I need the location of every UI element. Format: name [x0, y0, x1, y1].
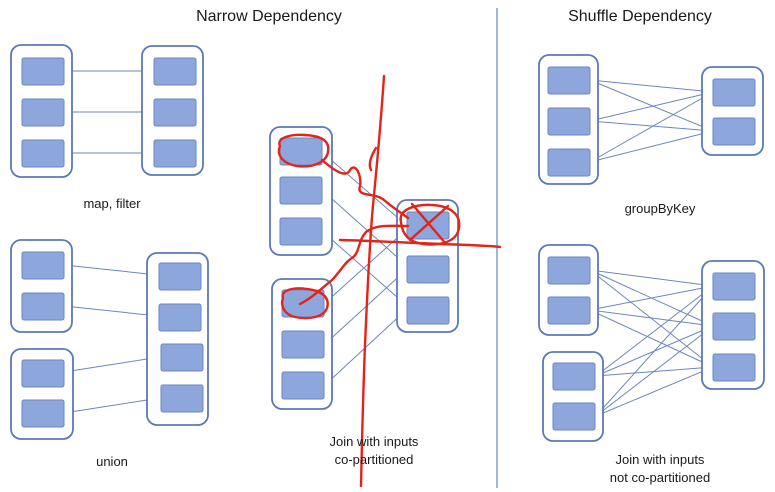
partition [21, 139, 65, 168]
arrow [589, 90, 714, 122]
partition [153, 98, 197, 127]
caption-map-filter: map, filter [83, 196, 141, 211]
partition [712, 312, 756, 341]
partition [547, 148, 591, 177]
partition [153, 57, 197, 86]
arrow [324, 269, 407, 345]
caption-join-not-copartitioned: Join with inputs not co-partitioned [609, 452, 711, 485]
arrow [595, 325, 714, 417]
arrow [589, 284, 714, 311]
arrow [589, 269, 714, 289]
annotation-tick [368, 146, 378, 172]
partition [279, 176, 323, 205]
arrow [595, 285, 714, 417]
annotation-circle-a [277, 133, 330, 168]
partition [547, 107, 591, 136]
partition [158, 303, 202, 332]
partition [712, 353, 756, 382]
caption-join-copartitioned: Join with inputs co-partitioned [329, 434, 419, 467]
partition [21, 292, 65, 321]
arrow [63, 354, 161, 373]
partition [712, 272, 756, 301]
annotation-vertical-line [359, 74, 386, 488]
arrow [321, 189, 407, 266]
partition [547, 66, 591, 95]
arrow [595, 285, 714, 377]
partition [279, 137, 323, 166]
annotation-circle-b [281, 287, 329, 320]
partition [21, 359, 65, 388]
caption-union: union [96, 454, 128, 469]
annotation-squiggle-a [320, 158, 410, 220]
partition [712, 117, 756, 146]
annotation-x-mark [408, 202, 450, 246]
partition [158, 262, 202, 291]
partition [21, 399, 65, 428]
partition [153, 139, 197, 168]
heading-narrow-dependency: Narrow Dependency [196, 8, 342, 25]
annotation-circle-result [399, 203, 461, 246]
partition [281, 330, 325, 359]
rdd-union-result [146, 252, 209, 426]
partition [547, 256, 591, 285]
arrow [589, 79, 714, 95]
partition [547, 296, 591, 325]
partition [281, 371, 325, 400]
arrow [589, 129, 714, 163]
arrow [589, 309, 714, 368]
arrow [595, 366, 714, 417]
partition [160, 343, 204, 372]
partition [21, 98, 65, 127]
red-pen-annotations [277, 74, 502, 488]
partition [552, 362, 596, 391]
annotation-horizontal-line [338, 238, 502, 249]
arrow [589, 91, 714, 163]
arrow [63, 305, 159, 319]
caption-groupbykey: groupByKey [624, 201, 696, 216]
partition [552, 402, 596, 431]
arrow [589, 120, 714, 134]
arrow [589, 309, 714, 329]
partition [160, 384, 204, 413]
partition [279, 217, 323, 246]
arrow [589, 79, 714, 132]
partition [406, 296, 450, 325]
arrow [321, 151, 407, 226]
partition [21, 57, 65, 86]
arrow [63, 395, 161, 414]
annotation-squiggle-b [298, 224, 410, 306]
partition [712, 78, 756, 107]
partition [406, 255, 450, 284]
heading-shuffle-dependency: Shuffle Dependency [568, 8, 712, 25]
partition [21, 251, 65, 280]
arrow [63, 264, 159, 278]
